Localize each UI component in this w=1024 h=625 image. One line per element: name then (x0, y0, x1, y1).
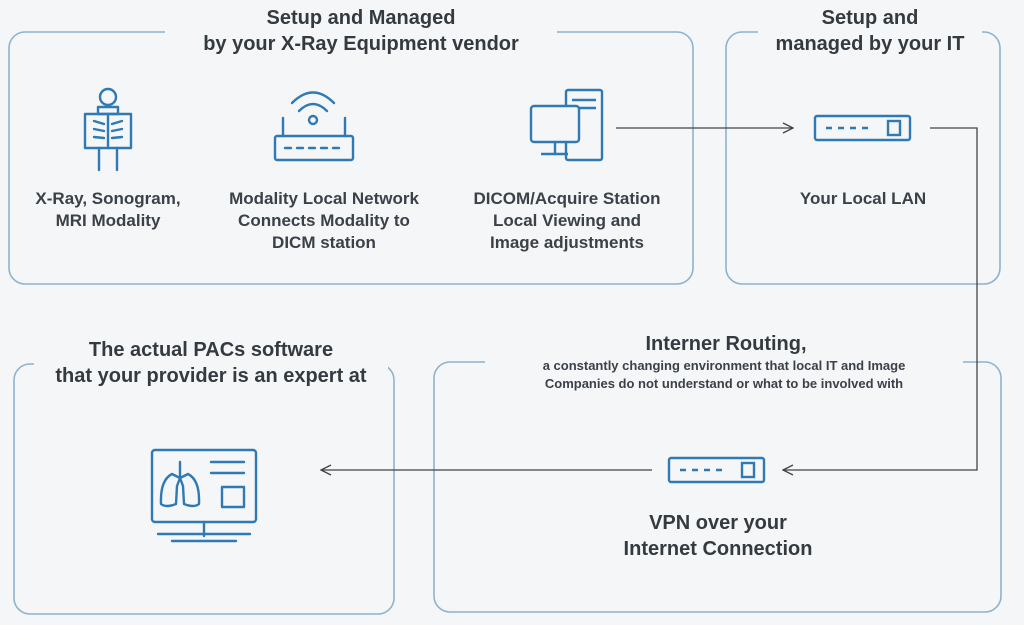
it-box-title: Setup and managed by your IT (758, 5, 982, 57)
routing-box-subtitle: a constantly changing environment that l… (485, 357, 963, 393)
routing-box-border (433, 361, 1002, 613)
network-label: Modality Local Network Connects Modality… (229, 189, 419, 253)
network-switch-icon (813, 114, 912, 142)
pacs-box-title: The actual PACs software that your provi… (34, 337, 388, 389)
lung-monitor-icon (150, 448, 258, 543)
it-box-border (725, 31, 1001, 285)
desktop-computer-icon (529, 88, 604, 162)
vendor-box-title: Setup and Managed by your X-Ray Equipmen… (165, 5, 557, 57)
vpn-label: VPN over your Internet Connection (623, 512, 813, 560)
xray-person-icon (83, 87, 133, 172)
modality-label: X-Ray, Sonogram, MRI Modality (35, 189, 181, 231)
station-label: DICOM/Acquire Station Local Viewing and … (473, 189, 661, 253)
lan-to-vpn-arrow (784, 127, 978, 470)
routing-box-title: Interner Routing, (645, 333, 807, 355)
vpn-switch-icon (667, 456, 766, 484)
lan-label: Your Local LAN (799, 189, 927, 208)
wifi-router-icon (273, 91, 355, 162)
pacs-box-border (13, 363, 395, 615)
